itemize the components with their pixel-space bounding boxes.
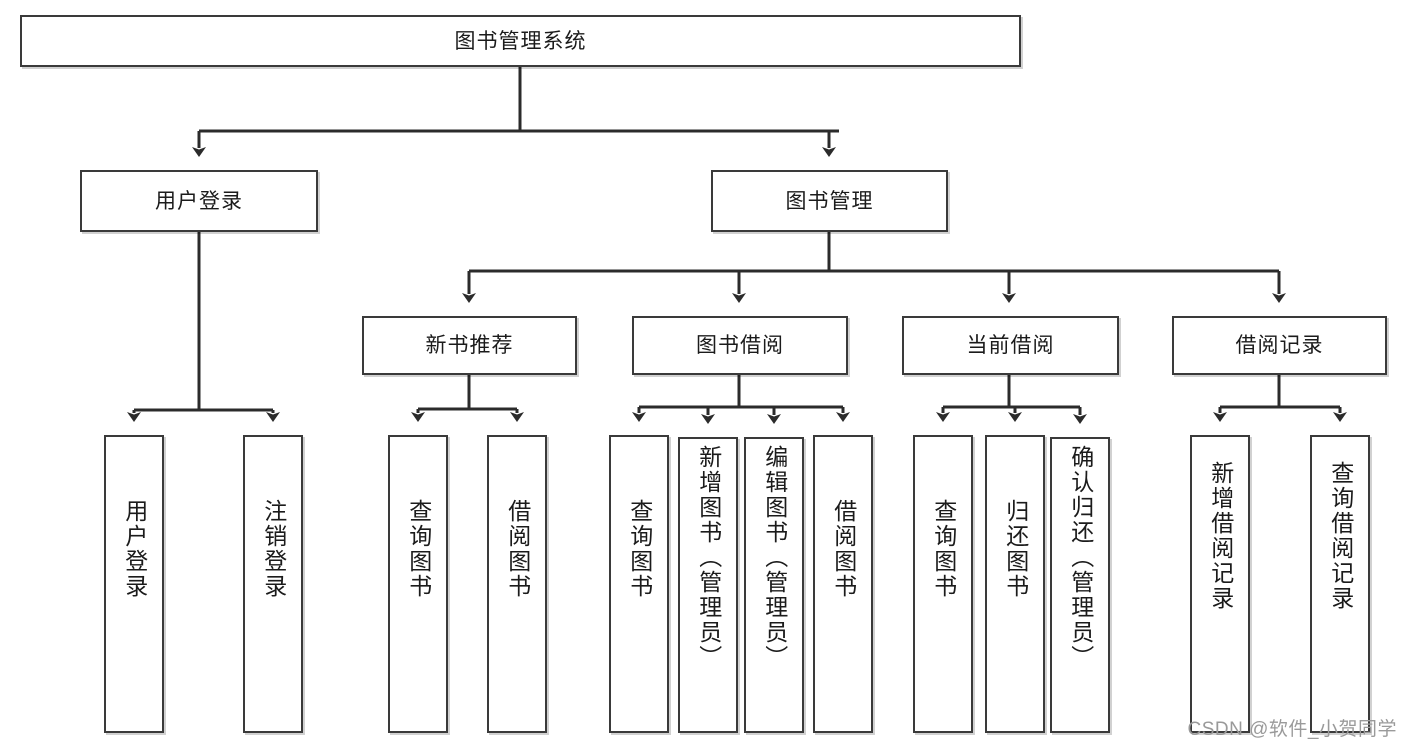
node-new-book-recommend[interactable]: 新书推荐 (362, 316, 577, 375)
node-label: 新书推荐 (425, 334, 514, 357)
node-label: 编辑图书（管理员） (761, 445, 788, 670)
node-label: 查询图书 (930, 499, 957, 599)
node-leaf-add-borrow-record[interactable]: 新增借阅记录 (1190, 435, 1250, 733)
node-label: 用户登录 (155, 189, 243, 213)
watermark-text: CSDN @软件_小贺同学 (1187, 719, 1397, 740)
node-label: 图书借阅 (696, 334, 784, 357)
node-label: 借阅图书 (504, 499, 531, 599)
node-label: 新增借阅记录 (1207, 461, 1234, 611)
node-leaf-query-book-current[interactable]: 查询图书 (913, 435, 973, 733)
node-label: 注销登录 (260, 499, 287, 599)
node-label: 图书管理 (785, 189, 874, 213)
node-label: 借阅记录 (1235, 334, 1324, 357)
node-leaf-user-login[interactable]: 用户登录 (104, 435, 164, 733)
node-label: 查询图书 (626, 499, 653, 599)
node-label: 确认归还（管理员） (1067, 445, 1094, 670)
node-root-system[interactable]: 图书管理系统 (20, 15, 1021, 67)
node-label: 当前借阅 (966, 334, 1055, 357)
node-user-login[interactable]: 用户登录 (80, 170, 318, 232)
node-current-borrow[interactable]: 当前借阅 (902, 316, 1119, 375)
node-book-borrow[interactable]: 图书借阅 (632, 316, 848, 375)
node-leaf-edit-book-admin[interactable]: 编辑图书（管理员） (744, 437, 804, 733)
node-leaf-query-book-recommend[interactable]: 查询图书 (388, 435, 448, 733)
node-leaf-borrow-book[interactable]: 借阅图书 (813, 435, 873, 733)
node-leaf-return-book[interactable]: 归还图书 (985, 435, 1045, 733)
node-leaf-add-book-admin[interactable]: 新增图书（管理员） (678, 437, 738, 733)
node-label: 新增图书（管理员） (695, 445, 722, 670)
node-leaf-logout[interactable]: 注销登录 (243, 435, 303, 733)
node-label: 用户登录 (121, 499, 148, 599)
node-label: 查询图书 (405, 499, 432, 599)
node-leaf-query-book-borrow[interactable]: 查询图书 (609, 435, 669, 733)
node-leaf-borrow-book-recommend[interactable]: 借阅图书 (487, 435, 547, 733)
node-leaf-query-borrow-record[interactable]: 查询借阅记录 (1310, 435, 1370, 733)
node-label: 图书管理系统 (454, 29, 587, 53)
node-label: 查询借阅记录 (1327, 461, 1354, 611)
node-borrow-records[interactable]: 借阅记录 (1172, 316, 1387, 375)
node-label: 归还图书 (1002, 499, 1029, 599)
node-book-management[interactable]: 图书管理 (711, 170, 948, 232)
node-leaf-confirm-return-admin[interactable]: 确认归还（管理员） (1050, 437, 1110, 733)
node-label: 借阅图书 (830, 499, 857, 599)
